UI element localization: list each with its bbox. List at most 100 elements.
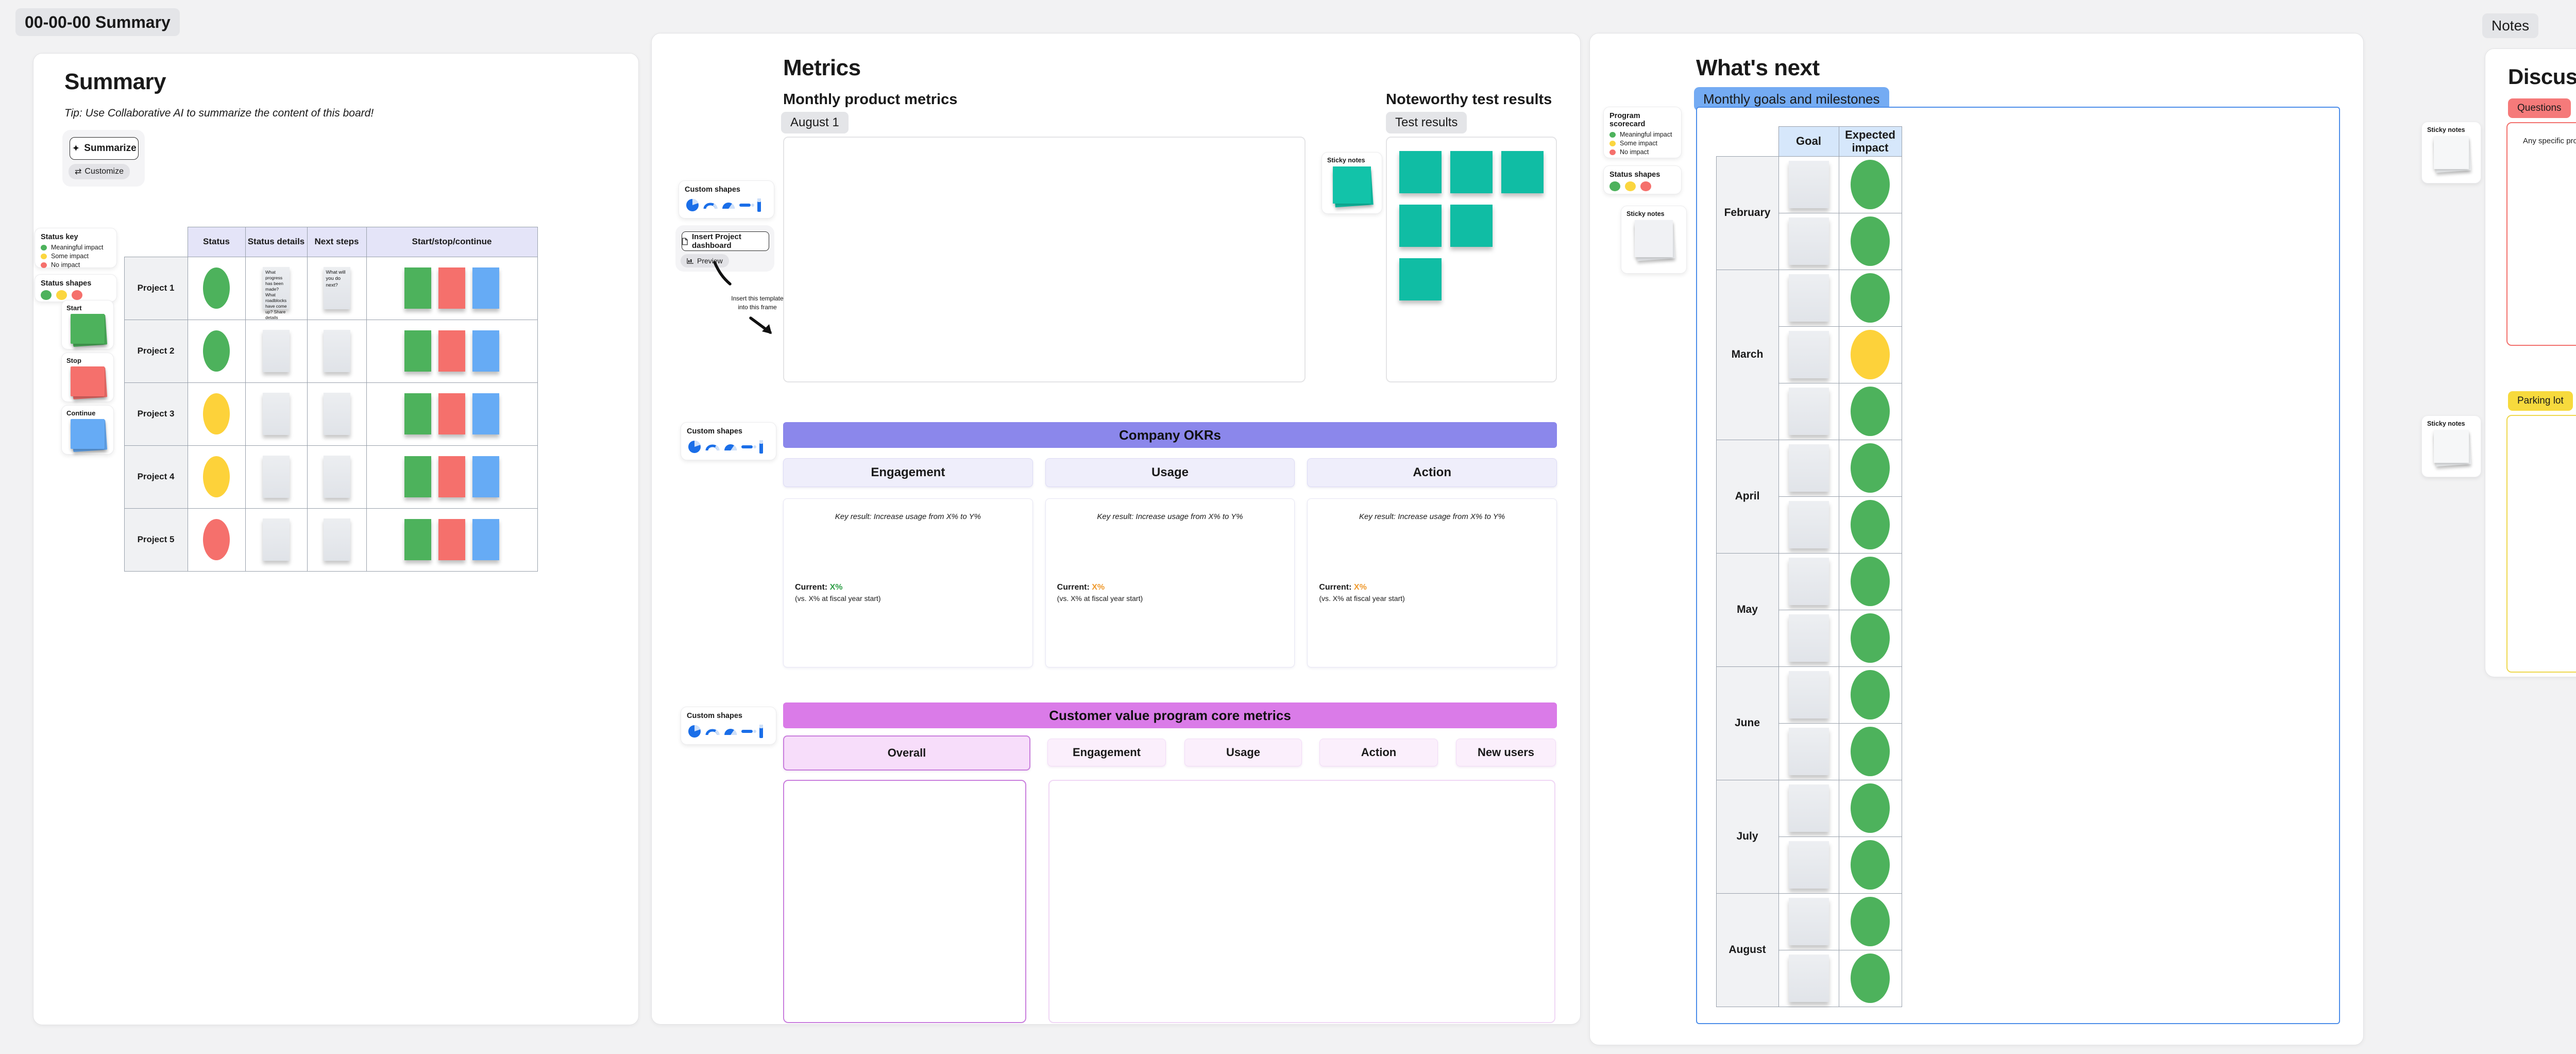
goal-sticky[interactable] [1788, 898, 1829, 945]
chart-shape-icons[interactable] [687, 724, 770, 739]
sticky-stack-widget[interactable]: Continue [61, 405, 114, 455]
okr-card[interactable]: Key result: Increase usage from X% to Y%… [783, 498, 1033, 667]
goal-sticky[interactable] [1788, 331, 1829, 378]
chart-shape-icons[interactable] [687, 439, 770, 455]
test-result-sticky[interactable] [1501, 151, 1544, 193]
expected-impact-shape[interactable] [1851, 670, 1890, 720]
goal-sticky[interactable] [1788, 218, 1829, 265]
custom-shapes-widget[interactable]: Custom shapes [679, 180, 774, 219]
custom-shapes-widget[interactable]: Custom shapes [681, 422, 776, 460]
summarize-button[interactable]: ✦ Summarize [70, 137, 139, 160]
tab-engagement[interactable]: Engagement [1047, 739, 1166, 766]
goal-sticky[interactable] [1788, 614, 1829, 662]
ssc-sticky[interactable] [472, 330, 499, 372]
status-shapes-widget[interactable]: Status shapes [35, 274, 117, 302]
ssc-sticky[interactable] [404, 330, 431, 372]
expected-impact-shape[interactable] [1851, 387, 1890, 436]
sticky-stack-widget[interactable]: Stop [61, 353, 114, 402]
notes-chip[interactable]: Notes [2482, 13, 2539, 38]
next-steps-cell[interactable] [307, 319, 367, 383]
expected-impact-shape[interactable] [1851, 216, 1890, 266]
ssc-sticky[interactable] [438, 519, 465, 560]
status-details-cell[interactable] [245, 445, 308, 509]
status-shape-dot-icon[interactable] [56, 290, 67, 300]
ssc-sticky[interactable] [438, 267, 465, 309]
goal-sticky[interactable] [1788, 274, 1829, 322]
goal-sticky[interactable] [1788, 841, 1829, 889]
tab-new-users[interactable]: New users [1456, 739, 1556, 766]
goal-sticky[interactable] [1788, 955, 1829, 1002]
status-shape-dot-icon[interactable] [72, 290, 82, 300]
status-details-cell[interactable] [245, 508, 308, 572]
sticky-notes-widget[interactable]: Sticky notes [2421, 415, 2481, 477]
goal-sticky[interactable] [1788, 501, 1829, 548]
goal-sticky[interactable] [1788, 728, 1829, 775]
goal-sticky[interactable] [1788, 671, 1829, 718]
status-key-widget[interactable]: Status key Meaningful impact Some impact… [35, 228, 117, 269]
ssc-sticky[interactable] [472, 456, 499, 497]
expected-impact-shape[interactable] [1851, 443, 1890, 493]
test-result-sticky[interactable] [1399, 151, 1442, 193]
status-cell[interactable] [187, 445, 246, 509]
expected-impact-shape[interactable] [1851, 783, 1890, 833]
test-result-sticky[interactable] [1399, 205, 1442, 247]
status-shape-dot-icon[interactable] [1625, 181, 1636, 191]
ssc-sticky[interactable] [404, 393, 431, 434]
expected-impact-shape[interactable] [1851, 613, 1890, 663]
expected-impact-shape[interactable] [1851, 953, 1890, 1003]
next-steps-cell[interactable] [307, 445, 367, 509]
ssc-sticky[interactable] [438, 393, 465, 434]
status-cell[interactable] [187, 508, 246, 572]
start-stop-continue-cell[interactable] [366, 508, 538, 572]
tab-action[interactable]: Action [1319, 739, 1438, 766]
ssc-sticky[interactable] [438, 456, 465, 497]
goal-sticky[interactable] [1788, 161, 1829, 208]
sticky-stack-widget[interactable]: Start [61, 300, 114, 349]
status-details-cell[interactable]: What progress has been made? What roadbl… [245, 256, 308, 326]
expected-impact-shape[interactable] [1851, 557, 1890, 606]
expected-impact-shape[interactable] [1851, 500, 1890, 549]
expected-impact-shape[interactable] [1851, 840, 1890, 890]
expected-impact-shape[interactable] [1851, 160, 1890, 209]
status-cell[interactable] [187, 319, 246, 383]
tab-usage[interactable]: Usage [1184, 739, 1302, 766]
test-result-sticky[interactable] [1399, 258, 1442, 300]
august-chip[interactable]: August 1 [781, 112, 849, 133]
test-results-chip[interactable]: Test results [1386, 112, 1467, 133]
customize-button[interactable]: ⇄ Customize [69, 164, 130, 179]
program-scorecard-widget[interactable]: Program scorecard Meaningful impact Some… [1603, 107, 1682, 158]
test-result-sticky[interactable] [1450, 151, 1493, 193]
ssc-sticky[interactable] [472, 267, 499, 309]
board-title[interactable]: 00-00-00 Summary [15, 8, 180, 36]
next-steps-cell[interactable] [307, 508, 367, 572]
next-steps-cell[interactable] [307, 382, 367, 446]
goal-sticky[interactable] [1788, 784, 1829, 832]
status-cell[interactable] [187, 256, 246, 320]
goal-sticky[interactable] [1788, 388, 1829, 435]
expected-impact-shape[interactable] [1851, 273, 1890, 323]
goal-sticky[interactable] [1788, 444, 1829, 492]
ssc-sticky[interactable] [404, 519, 431, 560]
expected-impact-shape[interactable] [1851, 330, 1890, 379]
status-details-cell[interactable] [245, 319, 308, 383]
insert-project-dashboard-button[interactable]: Insert Project dashboard [682, 231, 769, 251]
sticky-notes-widget[interactable]: Sticky notes [1621, 206, 1687, 274]
start-stop-continue-cell[interactable] [366, 319, 538, 383]
expected-impact-shape[interactable] [1851, 727, 1890, 776]
test-result-sticky[interactable] [1450, 205, 1493, 247]
start-stop-continue-cell[interactable] [366, 256, 538, 320]
status-cell[interactable] [187, 382, 246, 446]
expected-impact-shape[interactable] [1851, 897, 1890, 946]
start-stop-continue-cell[interactable] [366, 382, 538, 446]
custom-shapes-widget[interactable]: Custom shapes [681, 707, 776, 745]
status-shape-dot-icon[interactable] [1609, 181, 1620, 191]
parking-lot-chip[interactable]: Parking lot [2508, 391, 2573, 411]
ssc-sticky[interactable] [404, 456, 431, 497]
ssc-sticky[interactable] [472, 393, 499, 434]
okr-card[interactable]: Key result: Increase usage from X% to Y%… [1307, 498, 1557, 667]
status-shape-dot-icon[interactable] [41, 290, 52, 300]
tab-overall[interactable]: Overall [783, 735, 1030, 771]
next-steps-cell[interactable]: What will you do next? [307, 256, 367, 320]
start-stop-continue-cell[interactable] [366, 445, 538, 509]
status-details-cell[interactable] [245, 382, 308, 446]
